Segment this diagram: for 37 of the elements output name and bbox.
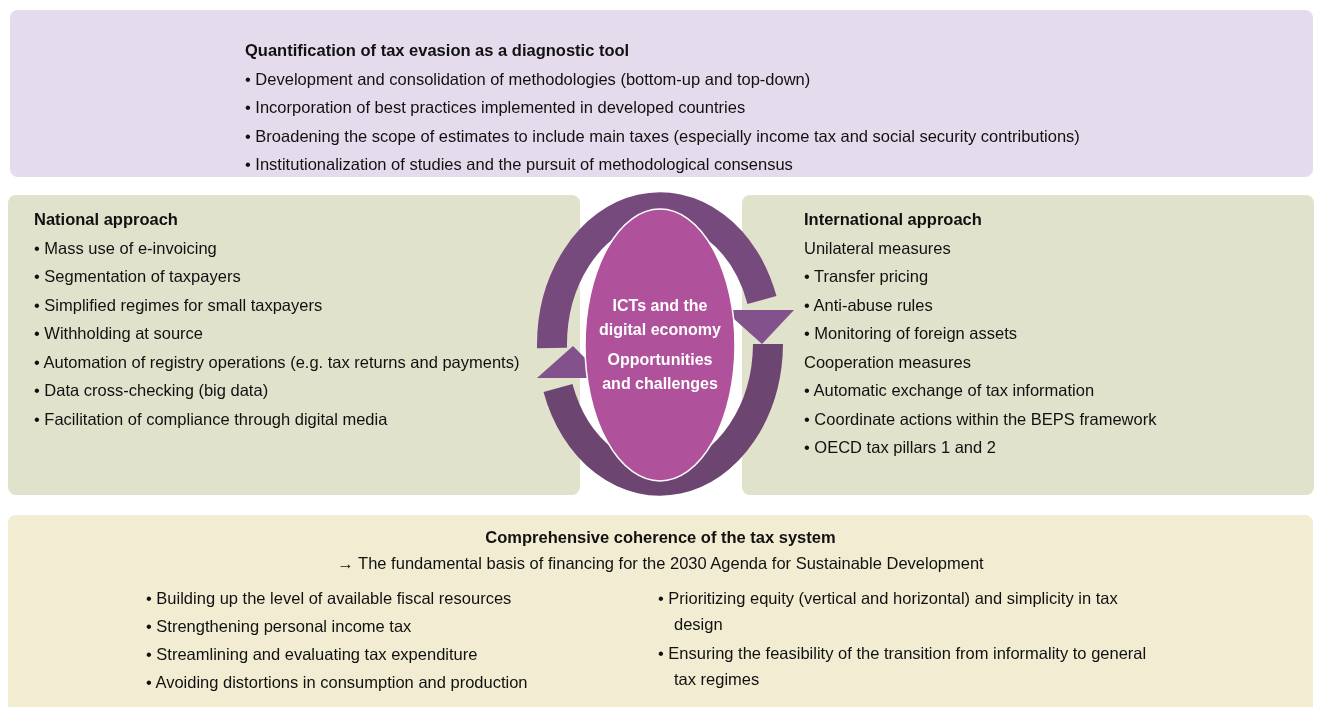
node-label: ICTs and the digital economy xyxy=(598,296,722,340)
bullet-item: • Ensuring the feasibility of the transition from informality to general tax regimes xyxy=(658,643,1148,690)
bullet-item: • Monitoring of foreign assets xyxy=(804,323,1019,344)
node-label: Opportunities and challenges xyxy=(601,350,719,394)
bullet-item: • Development and consolidation of methodologies (bottom-up and top-down) xyxy=(245,68,812,90)
bullet-item: • Avoiding distortions in consumption and production xyxy=(146,672,529,693)
bullet-item: • Anti-abuse rules xyxy=(804,294,934,316)
text-panel xyxy=(8,515,1313,707)
bullet-item: • Facilitation of compliance through digital media xyxy=(34,408,389,430)
bullet-item: • Automation of registry operations (e.g. tax returns and payments) xyxy=(34,351,521,373)
panel-heading: International approach xyxy=(804,209,983,230)
subtitle: → The fundamental basis of financing for the 2030 Agenda for Sustainable Development xyxy=(336,553,985,574)
text-panel xyxy=(742,195,1314,495)
ellipse-node xyxy=(584,208,736,482)
bullet-item: • Streamlining and evaluating tax expenditure xyxy=(146,644,479,665)
bullet-item: • Simplified regimes for small taxpayers xyxy=(34,294,324,316)
bullet-item: • Withholding at source xyxy=(34,323,205,344)
text-panel xyxy=(8,195,580,495)
panel-heading: National approach xyxy=(34,209,179,230)
bullet-item: Cooperation measures xyxy=(804,351,972,373)
bullet-item: Unilateral measures xyxy=(804,237,952,259)
bullet-item: • Building up the level of available fiscal resources xyxy=(146,588,513,609)
bullet-item: • Institutionalization of studies and the pursuit of methodological consensus xyxy=(245,154,794,175)
bullet-item: • OECD tax pillars 1 and 2 xyxy=(804,437,997,458)
bullet-item: • Broadening the scope of estimates to include main taxes (especially income tax and social security contributions) xyxy=(245,125,1081,147)
bullet-item: • Coordinate actions within the BEPS framework xyxy=(804,408,1158,430)
panel-heading: Quantification of tax evasion as a diagnostic tool xyxy=(245,40,631,61)
bullet-item: • Transfer pricing xyxy=(804,266,930,287)
bullet-item: • Mass use of e-invoicing xyxy=(34,237,218,259)
bullet-item: • Prioritizing equity (vertical and horizontal) and simplicity in tax design xyxy=(658,588,1119,635)
bullet-item: • Incorporation of best practices implemented in developed countries xyxy=(245,97,747,118)
bullet-item: • Segmentation of taxpayers xyxy=(34,266,242,287)
text-panel xyxy=(10,10,1313,177)
bullet-item: • Data cross-checking (big data) xyxy=(34,380,270,401)
panel-heading: Comprehensive coherence of the tax system xyxy=(484,527,837,548)
bullet-item: • Automatic exchange of tax information xyxy=(804,380,1096,401)
bullet-item: • Strengthening personal income tax xyxy=(146,616,413,637)
